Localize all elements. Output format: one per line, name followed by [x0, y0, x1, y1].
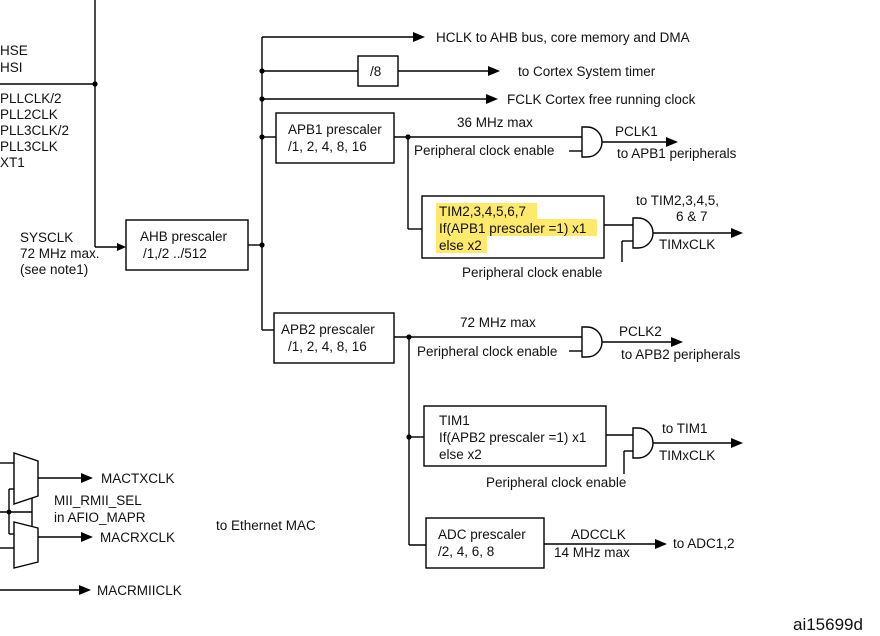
- tim-apb1-wires: [604, 224, 743, 262]
- apb2-and-gate: [581, 326, 603, 358]
- mii-rmii-sel-label: MII_RMII_SEL: [54, 493, 142, 508]
- apb1-peripherals-label: to APB1 peripherals: [617, 146, 737, 161]
- apb1-prescaler-title: APB1 prescaler: [288, 122, 382, 137]
- adc-prescaler-range: /2, 4, 6, 8: [438, 544, 494, 559]
- adcclk-label: ADCCLK: [571, 527, 626, 542]
- source-pllclk2: PLLCLK/2: [0, 91, 62, 106]
- sysclk-note: (see note1): [20, 262, 88, 277]
- adc-wires: [544, 539, 667, 549]
- cortex-timer-label: to Cortex System timer: [518, 64, 656, 79]
- tim-apb1-highlight-3: [436, 236, 487, 253]
- tim-apb1-highlight-2: [436, 219, 597, 236]
- sysclk-label: SYSCLK: [20, 230, 73, 245]
- figure-id: ai15699d: [793, 615, 863, 634]
- fclk-label: FCLK Cortex free running clock: [507, 92, 696, 107]
- apb2-max-label: 72 MHz max: [460, 315, 536, 330]
- apb1-prescaler-range: /1, 2, 4, 8, 16: [288, 139, 367, 154]
- ahb-prescaler-box: [125, 219, 249, 271]
- sysclk-mux-wires: [0, 0, 126, 251]
- source-xt1: XT1: [0, 155, 25, 170]
- ahb-prescaler-title: AHB prescaler: [140, 229, 228, 244]
- adc-prescaler-title: ADC prescaler: [438, 527, 526, 542]
- macrx-mux: [13, 521, 39, 569]
- tim-apb1-else: else x2: [439, 238, 482, 253]
- hclk-output-label: HCLK to AHB bus, core memory and DMA: [436, 30, 690, 45]
- tim-apb1-and-gate: [632, 217, 654, 249]
- tim1-box: [423, 405, 607, 467]
- pclk1-label: PCLK1: [615, 124, 658, 139]
- apb2-prescaler-box: [273, 312, 395, 364]
- apb1-prescaler-box: [275, 112, 395, 164]
- apb1-and-gate: [581, 126, 603, 158]
- tim1-rule: If(APB2 prescaler =1) x1: [439, 430, 586, 445]
- adc-to-label: to ADC1,2: [673, 536, 735, 551]
- source-pll3clk2: PLL3CLK/2: [0, 123, 69, 138]
- apb2-prescaler-title: APB2 prescaler: [281, 322, 375, 337]
- source-pll3clk: PLL3CLK: [0, 139, 58, 154]
- macrmiiclk-label: MACRMIICLK: [97, 583, 182, 598]
- afio-mapr-label: in AFIO_MAPR: [54, 510, 146, 525]
- apb2-enable-label: Peripheral clock enable: [417, 344, 557, 359]
- adc-prescaler-box: [425, 517, 545, 569]
- ahb-prescaler-range: /1,/2 ../512: [143, 246, 207, 261]
- source-pll2clk: PLL2CLK: [0, 107, 58, 122]
- tim-apb1-rule: If(APB1 prescaler =1) x1: [439, 221, 586, 236]
- tim1-clk-label: TIMxCLK: [659, 448, 715, 463]
- tim1-to-label: to TIM1: [662, 421, 708, 436]
- tim-apb1-to-line2: 6 & 7: [676, 209, 708, 224]
- tim-apb1-highlight-1: [436, 203, 537, 219]
- apb2-prescaler-range: /1, 2, 4, 8, 16: [288, 339, 367, 354]
- tim-apb1-clk-label: TIMxCLK: [659, 237, 715, 252]
- main-bus-wires: [248, 32, 500, 331]
- adc-max-label: 14 MHz max: [554, 545, 630, 560]
- pclk2-label: PCLK2: [619, 324, 662, 339]
- to-ethernet-mac-label: to Ethernet MAC: [216, 518, 316, 533]
- apb2-wires: [394, 334, 683, 546]
- apb2-peripherals-label: to APB2 peripherals: [621, 347, 741, 362]
- apb1-wires: [394, 134, 678, 230]
- tim1-title: TIM1: [439, 413, 470, 428]
- tim1-and-gate: [632, 427, 654, 459]
- tim1-else: else x2: [439, 447, 482, 462]
- ethernet-wires: [0, 462, 93, 595]
- macrxclk-label: MACRXCLK: [100, 530, 175, 545]
- div8-box: [357, 55, 399, 87]
- div8-label: /8: [370, 64, 381, 79]
- tim-apb1-enable-label: Peripheral clock enable: [462, 265, 602, 280]
- source-hse: HSE: [0, 43, 28, 58]
- tim1-wires: [606, 434, 743, 474]
- tim-apb1-to-line1: to TIM2,3,4,5,: [636, 193, 719, 208]
- apb1-max-label: 36 MHz max: [457, 115, 533, 130]
- mactxclk-label: MACTXCLK: [101, 471, 175, 486]
- apb1-enable-label: Peripheral clock enable: [414, 143, 554, 158]
- mactx-mux: [13, 452, 39, 505]
- sysclk-max: 72 MHz max.: [20, 246, 100, 261]
- tim-apb1-title: TIM2,3,4,5,6,7: [439, 204, 526, 219]
- tim1-enable-label: Peripheral clock enable: [486, 475, 626, 490]
- source-hsi: HSI: [0, 60, 23, 75]
